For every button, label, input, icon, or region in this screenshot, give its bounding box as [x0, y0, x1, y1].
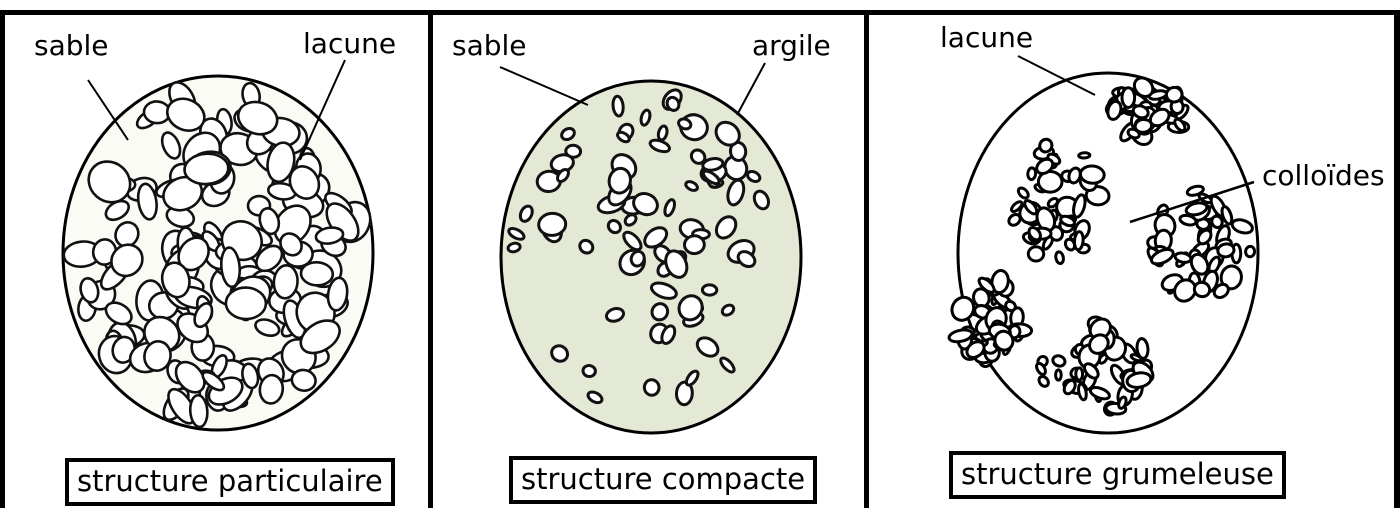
- sand-grain: [684, 235, 705, 254]
- crumb-grain: [1055, 251, 1065, 264]
- caption-grumeleuse: structure grumeleuse: [949, 451, 1286, 499]
- sand-grain: [226, 287, 267, 319]
- sand-grain: [644, 379, 660, 396]
- label-lacune-particulaire: lacune: [303, 30, 396, 58]
- crumb-grain: [1245, 246, 1255, 257]
- crumb-grain: [1056, 370, 1062, 380]
- leader-line-sable-2: [500, 67, 588, 105]
- compacte-disc: [501, 81, 801, 433]
- crumb-grain: [1217, 243, 1235, 258]
- sand-grain: [507, 242, 521, 253]
- panel-divider-1: [428, 10, 433, 508]
- leader-line-argile: [737, 63, 765, 115]
- sand-grain: [612, 96, 624, 117]
- sand-grain: [538, 212, 566, 236]
- crumb-grain: [1027, 168, 1036, 180]
- particulaire-disc: [62, 76, 376, 430]
- crumb-grain: [1080, 165, 1105, 184]
- crumb-grain: [1074, 231, 1084, 250]
- crumb-grain: [1122, 88, 1135, 108]
- panel-divider-2: [864, 10, 869, 508]
- crumb-grain: [1028, 247, 1043, 261]
- caption-particulaire: structure particulaire: [65, 458, 395, 506]
- crumb-grain: [1079, 153, 1090, 159]
- label-colloides-grumeleuse: colloïdes: [1262, 162, 1385, 190]
- crumb-grain: [1165, 86, 1183, 103]
- label-argile-compacte: argile: [752, 32, 831, 60]
- sand-grain: [582, 365, 596, 378]
- caption-compacte: structure compacte: [509, 456, 817, 504]
- sand-grain: [189, 395, 208, 428]
- label-sable-compacte: sable: [452, 32, 527, 60]
- panel-divider-left: [0, 10, 5, 508]
- label-sable-particulaire: sable: [34, 32, 109, 60]
- crumb-grain: [1076, 368, 1083, 380]
- grumeleuse-disc: [948, 73, 1258, 433]
- sand-grain: [702, 285, 717, 296]
- label-lacune-grumeleuse: lacune: [940, 24, 1033, 52]
